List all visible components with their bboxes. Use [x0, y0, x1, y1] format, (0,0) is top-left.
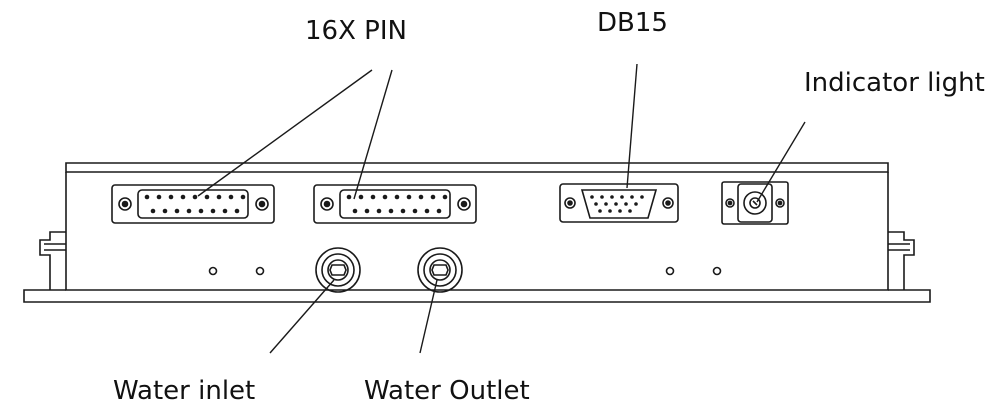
leader-line-db15 [626, 63, 638, 189]
water-outlet-label: Water Outlet [364, 376, 530, 406]
pin-connectors-label: 16X PIN [305, 16, 407, 46]
mounting-hole-icon [208, 266, 722, 276]
db15-label: DB15 [597, 8, 668, 38]
leader-line-pin-2 [353, 69, 393, 200]
indicator-light-label: Indicator light [804, 68, 985, 98]
leader-line-inlet [269, 279, 335, 354]
leader-line-indicator [756, 121, 806, 203]
pin-connector-icon [313, 184, 477, 224]
db15-connector-icon [559, 183, 679, 223]
left-bracket [39, 231, 66, 290]
indicator-light-icon [721, 181, 789, 225]
leader-line-outlet [419, 279, 438, 354]
leader-lines [197, 63, 806, 354]
leader-line-pin-1 [197, 69, 373, 197]
water-fitting-icon [417, 247, 463, 293]
pin-connector-icon [111, 184, 275, 224]
housing [23, 162, 931, 303]
right-bracket [888, 231, 915, 290]
water-fitting-icon [315, 247, 361, 293]
water-inlet-label: Water inlet [113, 376, 256, 406]
